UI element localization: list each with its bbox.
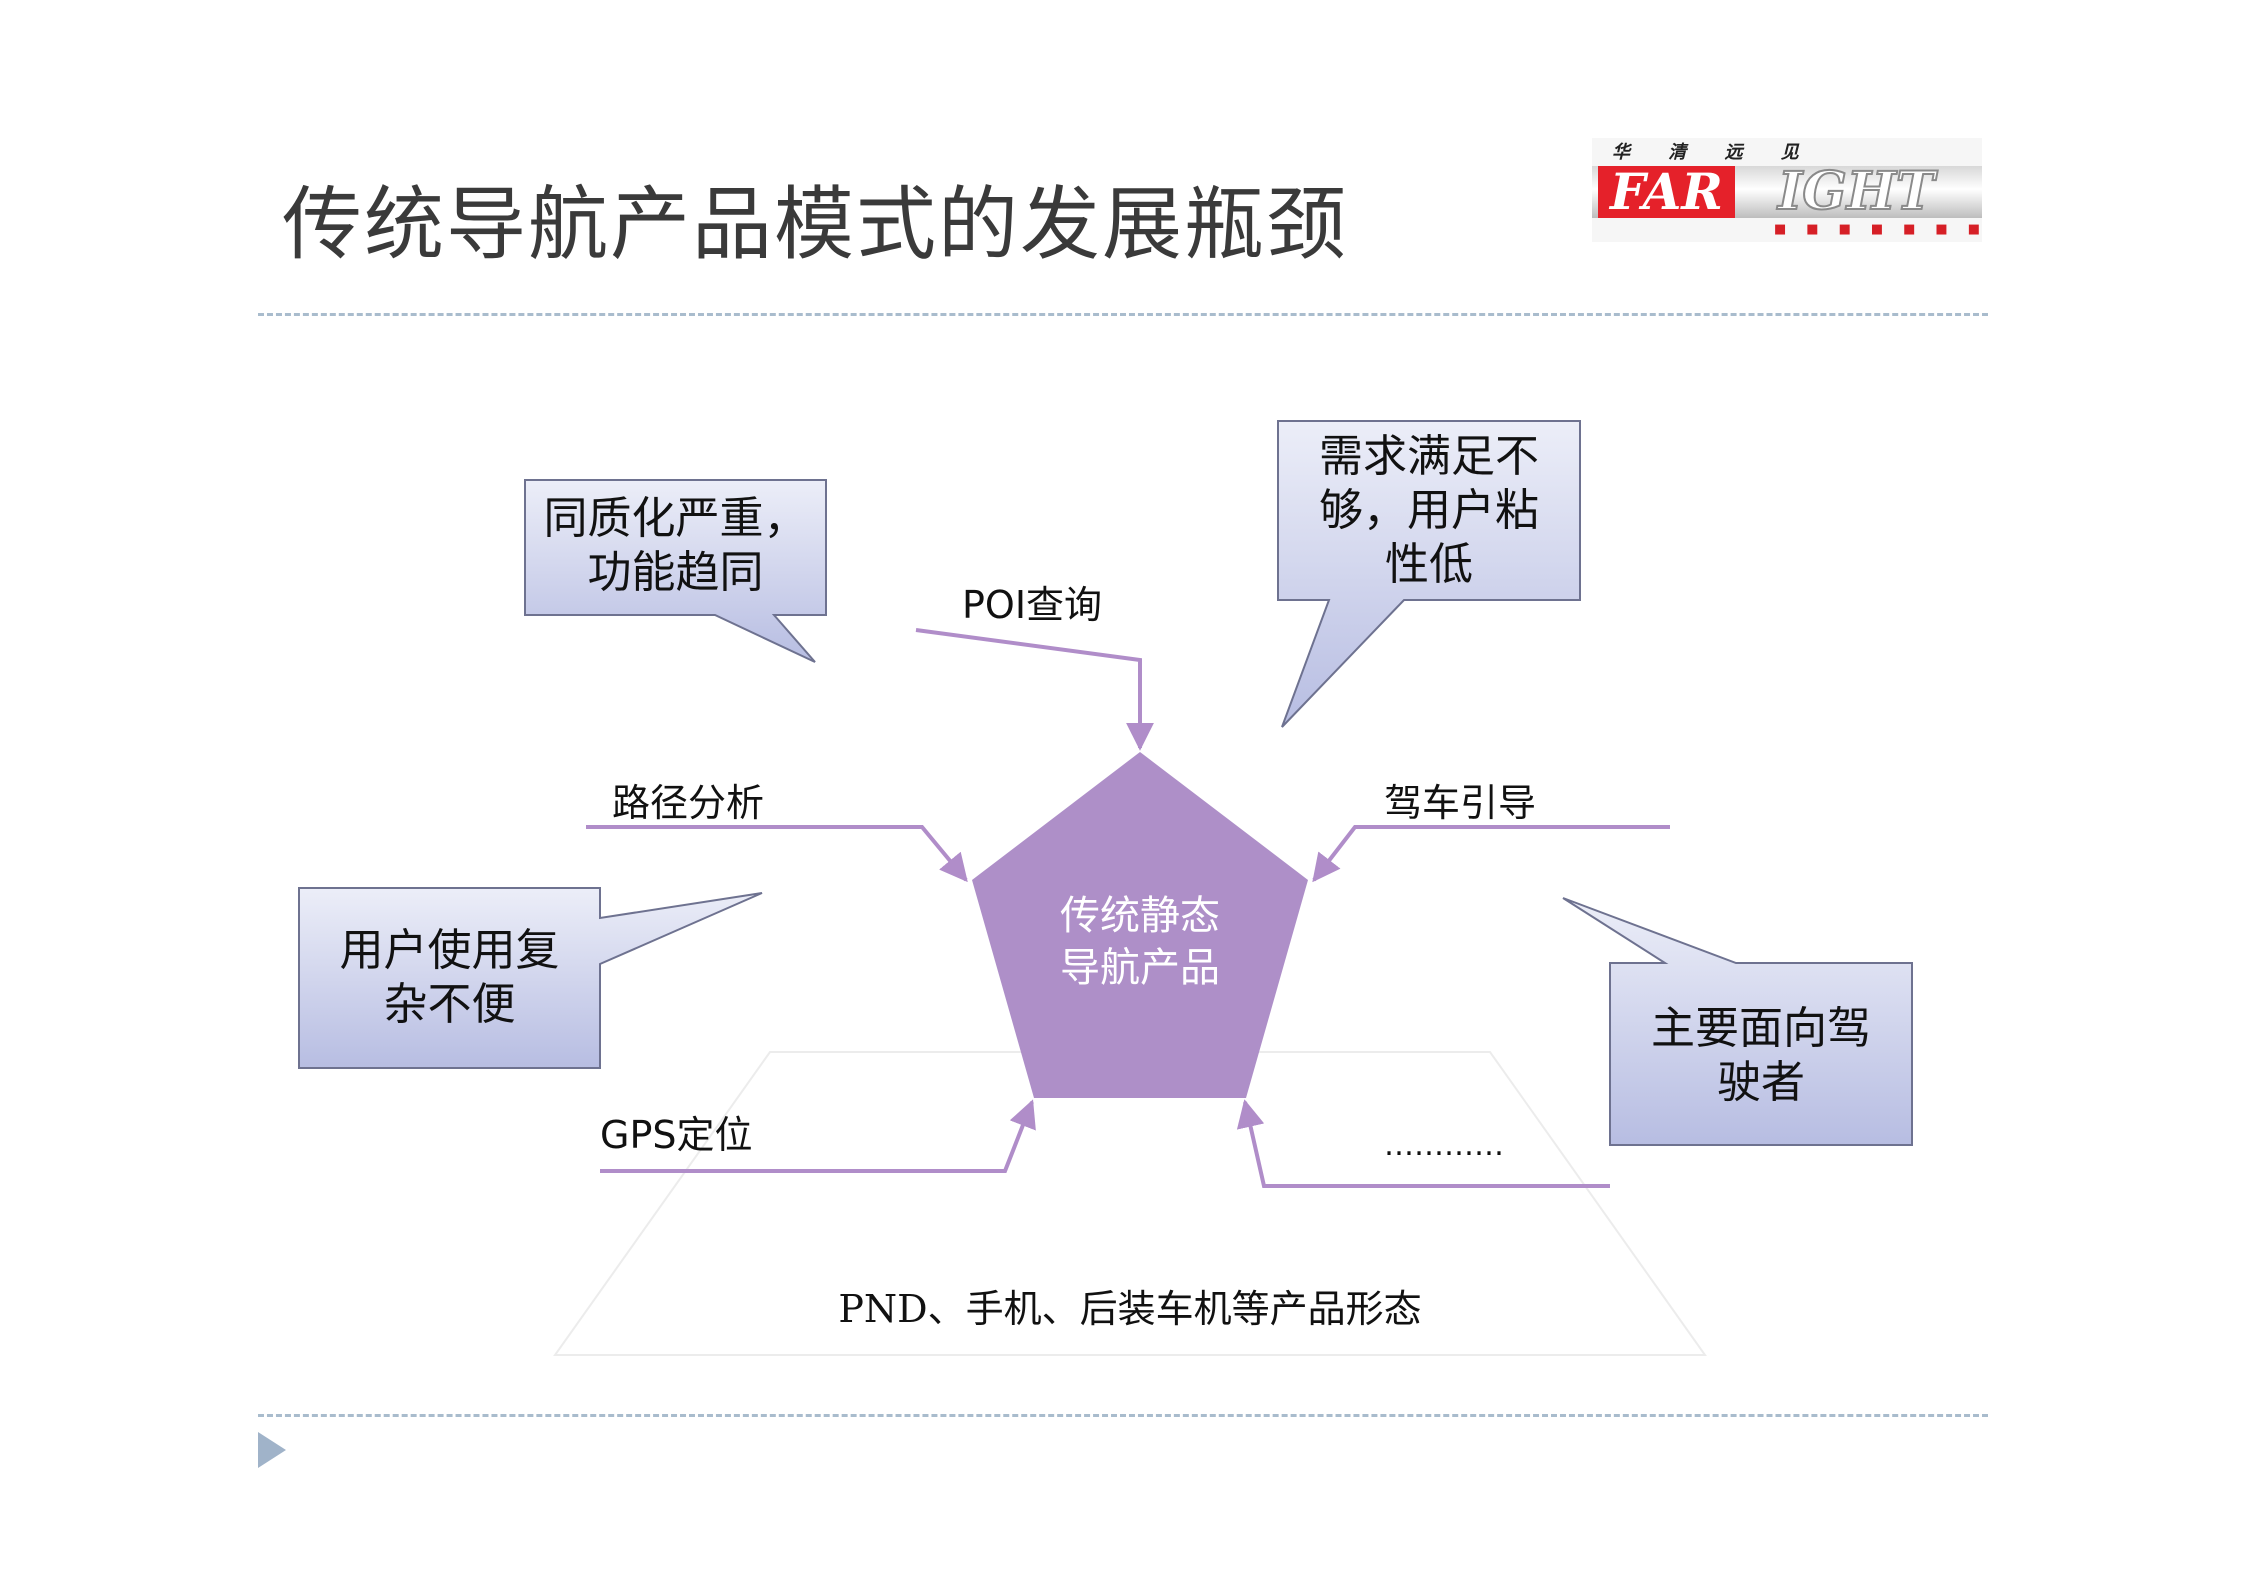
center-label-line1: 传统静态 [1060, 893, 1220, 939]
page-title: 传统导航产品模式的发展瓶颈 [282, 178, 1348, 271]
callout-homogeneous-line1: 同质化严重， [543, 493, 808, 544]
center-label: 传统静态 导航产品 [1040, 890, 1240, 994]
arrow-gps [600, 1099, 1036, 1173]
center-label-line2: 导航产品 [1060, 945, 1220, 991]
center-pentagon [972, 752, 1308, 1098]
label-more-ellipsis: ………… [1384, 1128, 1504, 1163]
callout-demand-shape [1277, 420, 1581, 728]
label-gps-positioning: GPS定位 [600, 1113, 753, 1157]
callout-demand-line2: 够，用户粘 [1319, 485, 1539, 536]
arrow-guide [1312, 825, 1670, 883]
callout-complex-shape [298, 887, 763, 1069]
label-route-analysis: 路径分析 [612, 781, 765, 825]
callout-complex-line2: 杂不便 [383, 979, 516, 1030]
base-platform-label: PND、手机、后装车机等产品形态 [838, 1287, 1422, 1331]
callout-drivers-line1: 主要面向驾 [1651, 1003, 1871, 1054]
bottom-divider [258, 1414, 1988, 1417]
arrow-more [1236, 1099, 1610, 1188]
label-poi-query: POI查询 [962, 583, 1103, 627]
slide-marker-icon [258, 1432, 286, 1468]
logo-brand-right: IGHT [1777, 161, 1936, 222]
callout-demand-line3: 性低 [1385, 539, 1473, 590]
callout-homogeneous: 同质化严重， 功能趋同 [525, 492, 826, 600]
logo-top-text: 华 清 远 见 [1612, 142, 1815, 163]
logo-slogan-graphic: ■■■■■■■ [1774, 222, 2000, 237]
label-driving-guidance: 驾车引导 [1384, 781, 1537, 825]
callout-demand: 需求满足不 够，用户粘 性低 [1278, 430, 1580, 592]
top-divider [258, 313, 1988, 316]
callout-homogeneous-shape [524, 479, 827, 663]
arrow-route [586, 825, 968, 883]
callout-drivers: 主要面向驾 驶者 [1610, 1002, 1912, 1110]
callout-demand-line1: 需求满足不 [1319, 431, 1539, 482]
callout-drivers-shape [1562, 897, 1913, 1146]
company-logo: 华 清 远 见 FAR IGHT ■■■■■■■ [1592, 138, 1982, 242]
callout-drivers-line2: 驶者 [1717, 1057, 1805, 1108]
callout-homogeneous-line2: 功能趋同 [587, 547, 764, 598]
logo-brand-left: FAR [1598, 166, 1735, 218]
callout-complex-line1: 用户使用复 [339, 925, 560, 976]
arrow-poi [915, 628, 1154, 751]
callout-complex: 用户使用复 杂不便 [299, 924, 600, 1032]
